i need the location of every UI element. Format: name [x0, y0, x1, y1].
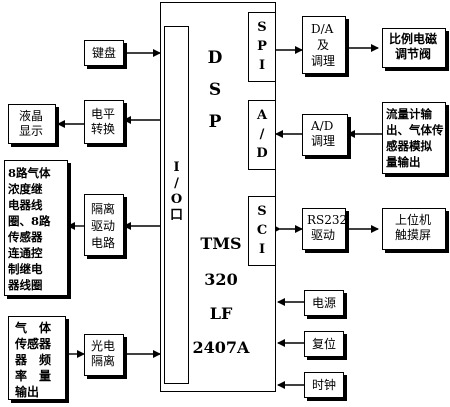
gas-sensor-line-3: 器 频: [15, 353, 52, 367]
relay-line-2: 浓度继: [8, 182, 43, 196]
level-shift-line-2: 转换: [91, 122, 116, 136]
dsp-label-text: D S P: [207, 48, 223, 132]
relay-line-1: 8路气体: [8, 166, 51, 180]
isolation-drive-block: 隔离 驱动 电路: [84, 194, 124, 256]
chip-name-2: 320: [204, 270, 238, 289]
lcd-block: 液晶 显示: [8, 104, 56, 144]
host-line-2: 触摸屏: [395, 228, 432, 242]
flow-line-2: 出、气体传: [386, 123, 444, 137]
da-block: D/A 及 调理: [302, 16, 346, 74]
rs232-line-1: RS232: [307, 213, 348, 227]
spi-port-block: [248, 12, 276, 82]
isolation-drive-line-1: 隔离: [91, 202, 116, 216]
keyboard-label: 键盘: [91, 45, 116, 60]
valve-line-1: 比例电磁: [389, 32, 438, 46]
relay-line-6: 连通控: [8, 246, 43, 260]
isolation-drive-line-2: 驱动: [91, 219, 116, 233]
keyboard-block: 键盘: [84, 40, 124, 66]
opto-line-1: 光电: [91, 339, 116, 353]
relay-block: 8路气体 浓度继 电器线 圈、8路 传感器 连通控 制继电 器线圈: [4, 160, 68, 296]
host-touchscreen-block: 上位机 触摸屏: [382, 208, 446, 250]
spi-port-label: S P I: [248, 18, 276, 75]
gas-sensor-line-2: 传感器: [15, 337, 52, 351]
chip-name-3: LF: [209, 304, 233, 323]
level-shift-block: 电平 转换: [84, 100, 124, 144]
valve-line-2: 调节阀: [395, 47, 432, 61]
ad-cond-line-1: A/D: [311, 119, 334, 133]
chip-name-4: 2407A: [192, 338, 250, 357]
flow-line-4: 量输出: [386, 155, 421, 169]
da-line-3: 调理: [311, 54, 336, 68]
rs232-line-2: 驱动: [311, 228, 336, 242]
gas-sensor-line-4: 率 量: [15, 369, 52, 383]
host-line-1: 上位机: [395, 213, 432, 227]
opto-isolation-block: 光电 隔离: [84, 334, 124, 376]
sci-port-label: S C I: [248, 202, 276, 259]
ad-port-label: A / D: [248, 106, 276, 163]
ad-port-text: A / D: [256, 108, 268, 161]
ad-port-block: [248, 100, 276, 170]
relay-line-7: 制继电: [8, 262, 43, 276]
reset-block: 复位: [304, 331, 344, 357]
isolation-drive-line-3: 电路: [91, 236, 116, 250]
gas-sensor-line-1: 气 体: [15, 321, 52, 335]
lcd-line-2: 显示: [19, 124, 44, 138]
ad-cond-line-2: 调理: [311, 134, 336, 148]
sci-port-text: S C I: [256, 204, 268, 257]
opto-line-2: 隔离: [91, 354, 116, 368]
flow-line-3: 感器模拟: [386, 139, 432, 153]
da-line-1: D/A: [311, 22, 334, 36]
reset-label: 复位: [311, 336, 336, 351]
relay-line-8: 器线圈: [8, 278, 43, 292]
ad-conditioning-block: A/D 调理: [302, 114, 348, 156]
flow-sensor-block: 流量计输 出、气体传 感器模拟 量输出: [382, 102, 446, 174]
spi-port-text: S P I: [257, 20, 267, 73]
io-port-label: I / O 口: [164, 160, 189, 250]
power-block: 电源: [304, 290, 344, 316]
da-line-2: 及: [317, 38, 330, 52]
relay-line-3: 电器线: [8, 198, 43, 212]
dsp-label: D S P: [200, 42, 230, 138]
relay-line-5: 传感器: [8, 230, 43, 244]
clock-label: 时钟: [311, 377, 336, 392]
clock-block: 时钟: [304, 372, 344, 398]
relay-line-4: 圈、8路: [8, 214, 51, 228]
sci-port-block: [248, 196, 276, 266]
lcd-line-1: 液晶: [19, 109, 44, 123]
power-label: 电源: [311, 295, 336, 310]
io-port-text: I / O 口: [169, 160, 183, 223]
chip-name-1: TMS: [200, 234, 242, 253]
valve-block: 比例电磁 调节阀: [382, 28, 446, 68]
gas-sensor-block: 气 体 传感器 器 频 率 量 输出: [8, 316, 66, 400]
flow-line-1: 流量计输: [386, 107, 432, 121]
gas-sensor-line-5: 输出: [15, 385, 40, 399]
io-port-block: [164, 26, 189, 384]
rs232-block: RS232 驱动: [302, 208, 348, 250]
level-shift-line-1: 电平: [91, 107, 116, 121]
